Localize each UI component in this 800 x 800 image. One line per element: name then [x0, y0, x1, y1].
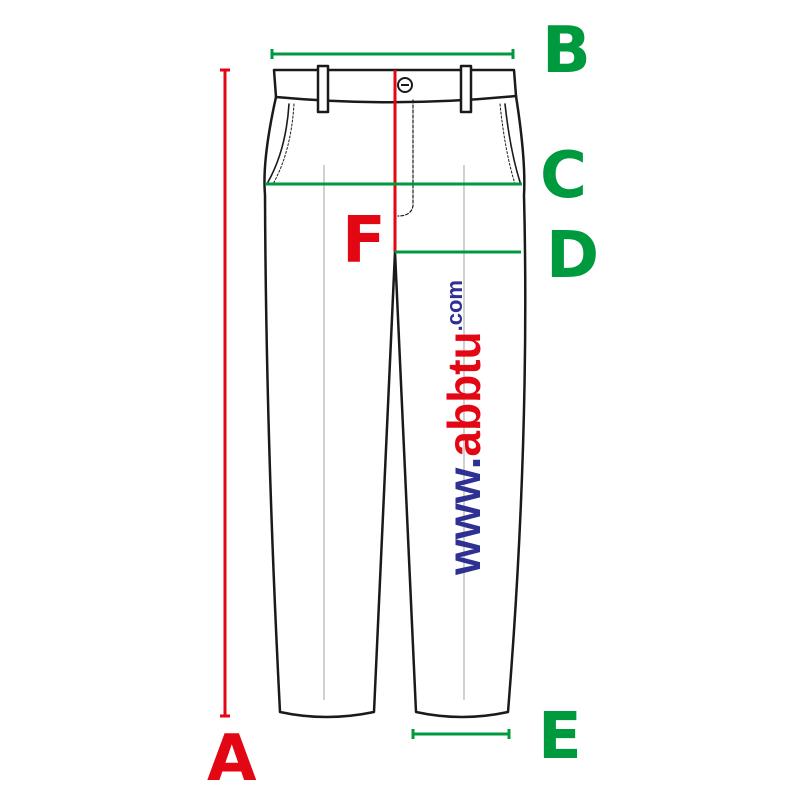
label-c: C — [540, 139, 587, 213]
pocket-left — [267, 103, 290, 183]
label-a: A — [207, 722, 257, 796]
fly-stitch — [397, 99, 414, 217]
watermark-suffix: .com — [442, 280, 467, 331]
label-d: D — [546, 219, 599, 293]
svg-text:www.abbtu.com: www.abbtu.com — [438, 280, 490, 576]
label-e: E — [538, 700, 582, 774]
measure-a — [220, 68, 230, 718]
watermark-prefix: www. — [438, 457, 490, 576]
label-f: F — [342, 204, 386, 278]
measure-b — [270, 49, 515, 59]
belt-loop-right — [459, 64, 473, 114]
pocket-right — [504, 103, 521, 183]
watermark-brand: abbtu — [438, 331, 490, 456]
watermark: www.abbtu.com — [438, 280, 490, 576]
pocket-left-stitch — [272, 103, 295, 185]
waist-button — [397, 77, 413, 93]
belt-loop-left — [316, 64, 330, 114]
label-b: B — [542, 14, 591, 88]
measure-e — [411, 729, 511, 739]
pocket-right-stitch — [499, 103, 516, 185]
